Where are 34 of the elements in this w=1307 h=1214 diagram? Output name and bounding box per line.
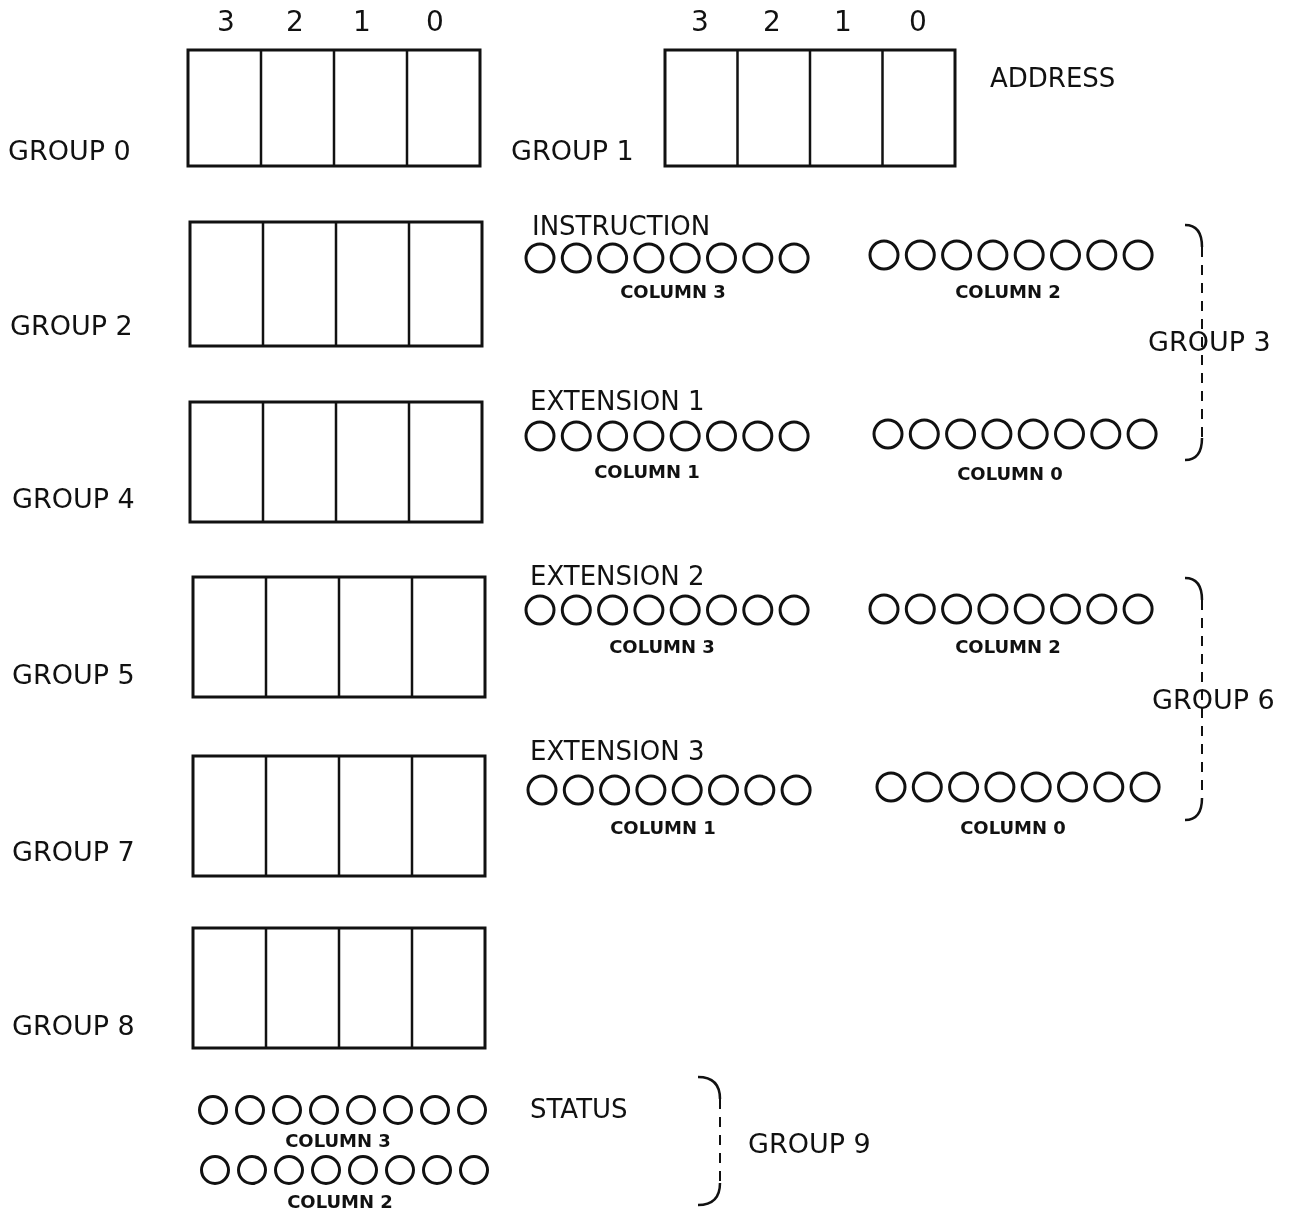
group-label: GROUP 4 — [12, 484, 135, 512]
register-label: EXTENSION 2 — [530, 563, 705, 589]
column-label: COLUMN 3 — [609, 638, 715, 656]
column-label: COLUMN 0 — [960, 819, 1066, 837]
column-label: COLUMN 2 — [287, 1193, 393, 1211]
column-label: COLUMN 2 — [955, 638, 1061, 656]
column-label: COLUMN 2 — [955, 283, 1061, 301]
column-label: COLUMN 1 — [594, 463, 700, 481]
group-label: GROUP 0 — [8, 136, 131, 164]
column-label: COLUMN 3 — [285, 1132, 391, 1150]
bit-number: 3 — [691, 8, 709, 36]
bit-number: 0 — [909, 8, 927, 36]
register-label: INSTRUCTION — [532, 213, 711, 239]
group-label: GROUP 2 — [10, 311, 133, 339]
column-label: COLUMN 3 — [620, 283, 726, 301]
bit-number: 1 — [834, 8, 852, 36]
register-label: STATUS — [530, 1096, 628, 1122]
bit-number: 2 — [286, 8, 304, 36]
register-label: EXTENSION 3 — [530, 738, 705, 764]
group-label: GROUP 6 — [1152, 685, 1275, 713]
bit-number: 3 — [217, 8, 235, 36]
group-label: GROUP 3 — [1148, 327, 1271, 355]
bit-number: 2 — [763, 8, 781, 36]
column-label: COLUMN 0 — [957, 465, 1063, 483]
bit-number: 0 — [426, 8, 444, 36]
bit-number: 1 — [353, 8, 371, 36]
group-label: GROUP 8 — [12, 1011, 135, 1039]
group-label: GROUP 5 — [12, 660, 135, 688]
column-label: COLUMN 1 — [610, 819, 716, 837]
group-label: GROUP 1 — [511, 136, 634, 164]
group-label: GROUP 7 — [12, 837, 135, 865]
group-label: GROUP 9 — [748, 1129, 871, 1157]
register-label: ADDRESS — [990, 65, 1116, 91]
register-label: EXTENSION 1 — [530, 388, 705, 414]
